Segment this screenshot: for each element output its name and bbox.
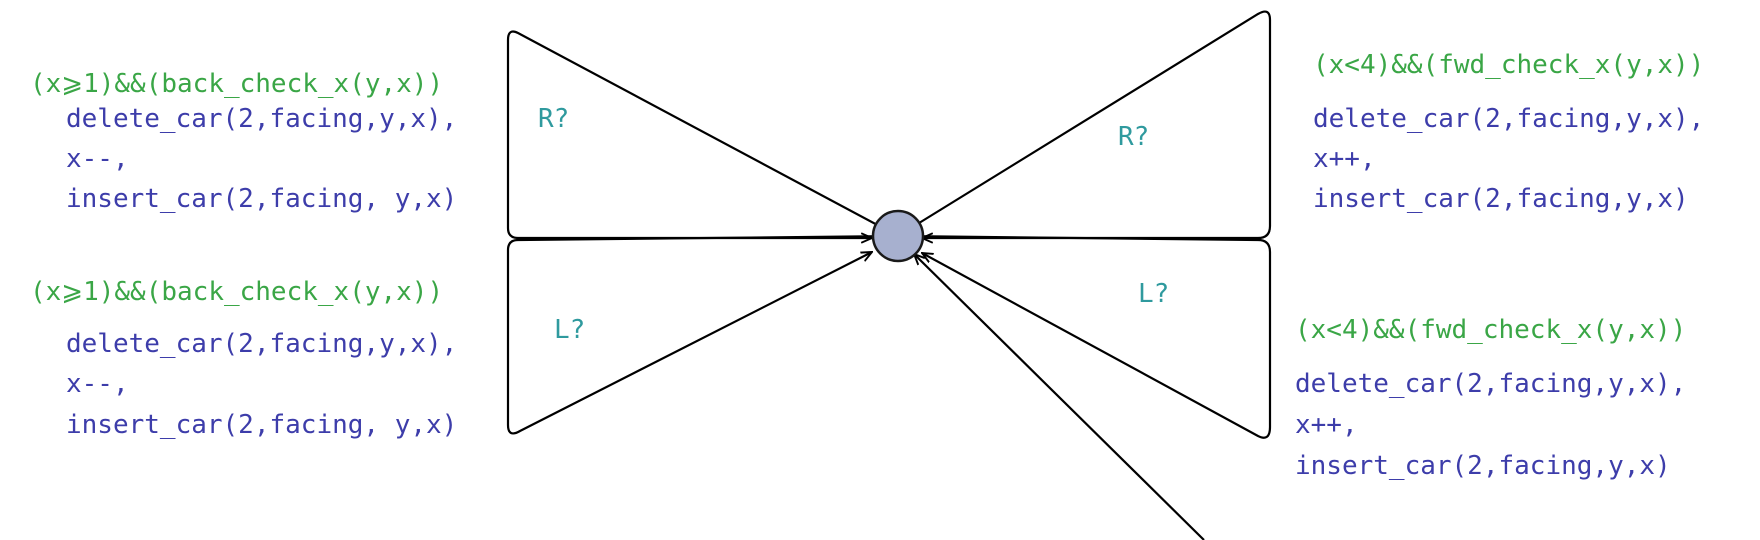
sync-top-right: R? [1118, 122, 1149, 152]
guard-bottom-left: (x⩾1)&&(back_check_x(y,x)) [30, 277, 443, 307]
update-bottom-left-2: x--, [66, 369, 129, 399]
guard-bottom-right: (x<4)&&(fwd_check_x(y,x)) [1295, 315, 1686, 345]
update-top-right-1: delete_car(2,facing,y,x), [1313, 104, 1704, 134]
update-top-right-2: x++, [1313, 144, 1376, 174]
update-bottom-left-1: delete_car(2,facing,y,x), [66, 329, 457, 359]
update-top-right-3: insert_car(2,facing,y,x) [1313, 184, 1689, 214]
edge-bottom-left[interactable] [506, 234, 899, 435]
update-top-left-2: x--, [66, 144, 129, 174]
guard-top-right: (x<4)&&(fwd_check_x(y,x)) [1313, 50, 1704, 80]
update-bottom-left-3: insert_car(2,facing, y,x) [66, 410, 457, 440]
guard-top-left: (x⩾1)&&(back_check_x(y,x)) [30, 69, 443, 99]
edge-top-left[interactable] [506, 30, 899, 238]
sync-top-left: R? [538, 104, 569, 134]
edge-bottom-right[interactable] [897, 234, 1272, 439]
sync-bottom-left: L? [554, 315, 585, 345]
update-top-left-3: insert_car(2,facing, y,x) [66, 184, 457, 214]
update-bottom-right-3: insert_car(2,facing,y,x) [1295, 451, 1671, 481]
update-top-left-1: delete_car(2,facing,y,x), [66, 104, 457, 134]
location-node[interactable] [871, 209, 925, 263]
sync-bottom-right: L? [1138, 279, 1169, 309]
edge-top-right[interactable] [897, 10, 1272, 238]
update-bottom-right-2: x++, [1295, 410, 1358, 440]
edge-initial[interactable] [914, 254, 1205, 540]
update-bottom-right-1: delete_car(2,facing,y,x), [1295, 369, 1686, 399]
